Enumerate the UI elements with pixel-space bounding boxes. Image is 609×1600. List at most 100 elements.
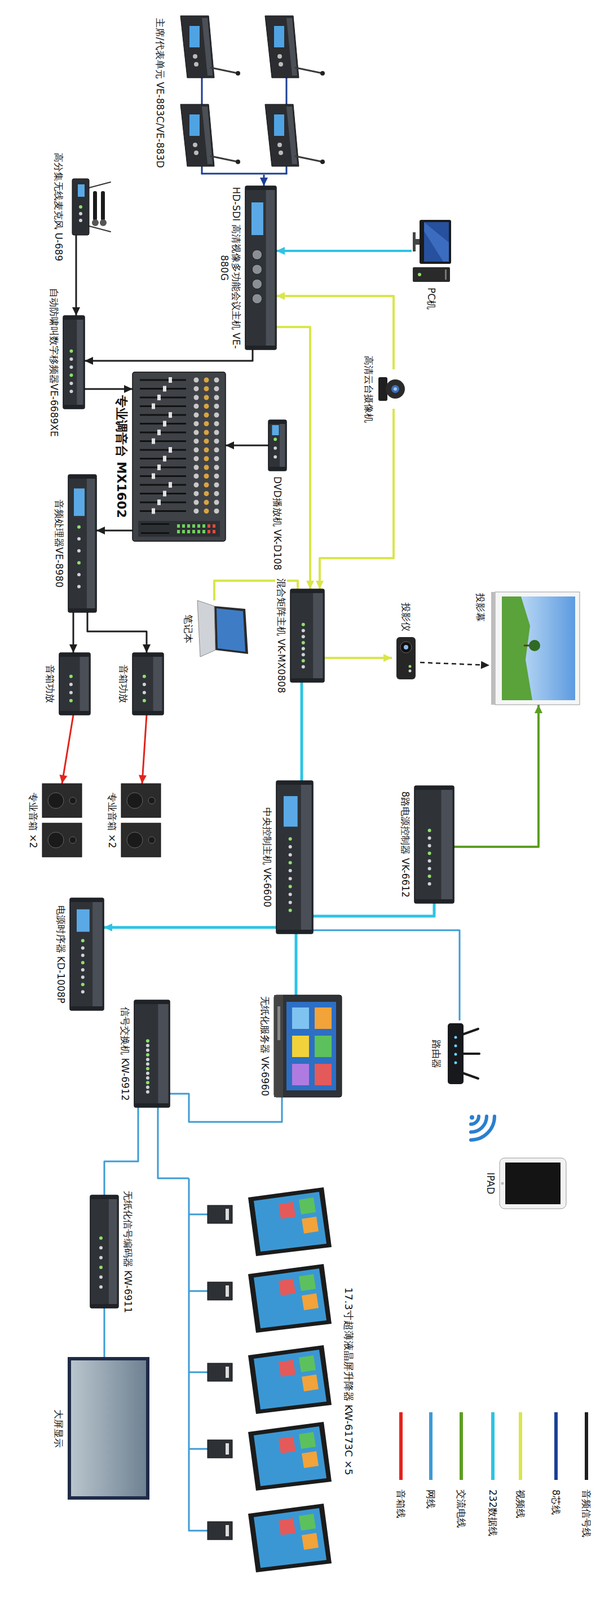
wire-connector bbox=[276, 246, 412, 255]
device-part bbox=[168, 447, 172, 453]
device-part bbox=[454, 1044, 458, 1048]
device-part bbox=[214, 473, 220, 479]
device-part bbox=[193, 491, 200, 497]
device-part bbox=[146, 1067, 150, 1071]
device-part bbox=[301, 1374, 319, 1392]
device-part bbox=[214, 456, 220, 462]
device-part bbox=[301, 1533, 319, 1551]
device-part bbox=[81, 953, 85, 957]
arrow-head bbox=[103, 923, 113, 932]
device-label: 电源时序器 KD-1008P bbox=[54, 904, 67, 1005]
device-part bbox=[268, 420, 287, 471]
device-part bbox=[78, 218, 83, 223]
device-node: 专业调音台 MX1602 bbox=[132, 372, 226, 542]
device-part bbox=[301, 659, 306, 663]
device-node: 无纸化信号编码器 KW-6911 bbox=[90, 1195, 119, 1309]
device-node: 17.3寸超薄液晶屏升降器 KW-6173C ×5 bbox=[207, 1184, 339, 1579]
device-node: IPAD bbox=[499, 1158, 567, 1209]
device-part bbox=[462, 1052, 480, 1056]
device-part bbox=[499, 1158, 567, 1209]
device-part bbox=[427, 836, 432, 841]
arrow-head bbox=[96, 526, 105, 535]
device-part bbox=[214, 500, 220, 506]
device-part bbox=[90, 1304, 119, 1309]
device-part bbox=[424, 222, 449, 262]
device-part bbox=[68, 608, 97, 613]
device-part bbox=[204, 508, 210, 514]
device-part bbox=[292, 1035, 310, 1058]
device-part bbox=[69, 797, 77, 805]
device-part bbox=[245, 186, 277, 191]
device-part bbox=[177, 524, 180, 528]
legend-sample bbox=[459, 1412, 463, 1481]
device-part bbox=[301, 641, 306, 645]
wire-connector bbox=[84, 385, 133, 394]
wire-connector bbox=[453, 704, 543, 847]
legend-sample bbox=[554, 1412, 558, 1481]
device-part bbox=[391, 385, 400, 394]
device-part bbox=[214, 482, 220, 488]
device-part bbox=[134, 1000, 170, 1108]
device-part bbox=[288, 837, 293, 841]
device-part bbox=[151, 438, 156, 445]
device-part bbox=[71, 1360, 147, 1497]
device-part bbox=[193, 465, 200, 471]
device-node: 音频处理器VE-8980 bbox=[68, 474, 97, 613]
device-part bbox=[134, 1103, 170, 1108]
device-illustration bbox=[499, 1158, 567, 1209]
device-part bbox=[207, 1205, 233, 1224]
device-part bbox=[146, 1080, 150, 1085]
device-part bbox=[99, 1275, 103, 1279]
device-part bbox=[427, 852, 432, 856]
device-illustration bbox=[67, 178, 113, 236]
device-part bbox=[168, 482, 172, 488]
device-part bbox=[288, 901, 293, 905]
device-part bbox=[298, 1514, 316, 1531]
device-illustration bbox=[290, 589, 325, 683]
device-part bbox=[140, 523, 170, 525]
wire-line bbox=[103, 926, 277, 930]
device-part bbox=[320, 71, 325, 76]
device-part bbox=[77, 561, 81, 565]
device-part bbox=[157, 1002, 169, 1106]
arrow-head bbox=[69, 644, 78, 653]
device-part bbox=[278, 150, 284, 156]
device-part bbox=[77, 525, 81, 529]
device-part bbox=[447, 1023, 464, 1085]
device-part bbox=[288, 845, 293, 849]
device-part bbox=[301, 1451, 319, 1469]
device-node: 中央控制主机 VK-6600 bbox=[276, 780, 313, 934]
device-part bbox=[314, 1064, 332, 1086]
device-part bbox=[193, 473, 200, 479]
device-part bbox=[76, 317, 83, 408]
device-part bbox=[273, 455, 277, 460]
device-part bbox=[139, 475, 187, 478]
device-part bbox=[268, 466, 287, 471]
device-part bbox=[139, 396, 187, 399]
device-part bbox=[214, 386, 220, 392]
device-part bbox=[78, 205, 83, 209]
device-part bbox=[204, 491, 210, 497]
device-part bbox=[400, 641, 412, 653]
device-part bbox=[192, 54, 198, 59]
device-part bbox=[216, 608, 246, 652]
device-part bbox=[180, 104, 215, 167]
device-part bbox=[182, 524, 185, 528]
device-part bbox=[81, 939, 85, 943]
device-node: 大屏显示 bbox=[67, 1357, 150, 1500]
device-part bbox=[146, 1090, 150, 1094]
device-part bbox=[214, 465, 220, 471]
device-part bbox=[412, 232, 416, 252]
device-part bbox=[81, 990, 85, 994]
device-part bbox=[414, 899, 454, 904]
device-part bbox=[146, 1086, 150, 1090]
device-illustration bbox=[169, 11, 333, 175]
device-part bbox=[277, 142, 282, 148]
device-part bbox=[427, 859, 432, 863]
device-part bbox=[277, 1006, 281, 1041]
device-part bbox=[139, 484, 187, 487]
wire-connector bbox=[59, 715, 74, 784]
device-part bbox=[301, 1216, 319, 1234]
device-node: 路由器 bbox=[445, 1020, 480, 1088]
device-part bbox=[139, 501, 187, 504]
